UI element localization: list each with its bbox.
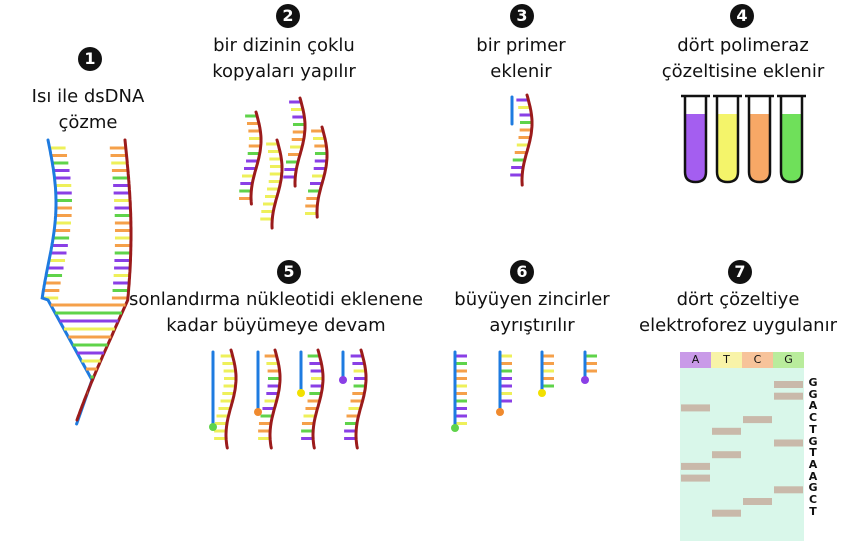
tube-solution: [781, 114, 802, 182]
separated-chain-terminator: [496, 408, 504, 416]
gel-lane-g-header: G: [784, 353, 793, 366]
step-5-line-1: sonlandırma nükleotidi eklenene: [128, 289, 424, 310]
gel-lane-a-header: A: [691, 353, 700, 366]
gel-band: [774, 486, 803, 494]
seq-letter: G: [808, 376, 818, 389]
terminator-nucleotide: [297, 389, 305, 397]
step-6-line-2: ayrıştırılır: [489, 315, 575, 336]
step-1-number: 1: [78, 47, 102, 71]
template-copy-strand: [315, 125, 329, 219]
step-7-line-2: elektroforez uygulanır: [639, 315, 837, 336]
step-4-label: dört polimeraz çözeltisine eklenir: [662, 33, 824, 85]
template-copy-strand: [249, 110, 263, 206]
tube-solution: [685, 114, 706, 182]
step-3-line-1: bir primer: [476, 35, 566, 56]
seq-letter: G: [808, 387, 818, 401]
step-1-line-2: çözme: [58, 112, 118, 133]
gel-band: [774, 392, 803, 400]
seq-letter: T: [809, 422, 817, 436]
helix-blue-strand: [40, 138, 94, 426]
tube-outline: [683, 96, 708, 184]
step-3-label: bir primer eklenir: [476, 33, 565, 85]
gel-lane-header-bg: [742, 352, 773, 368]
step-4-line-1: dört polimeraz: [677, 35, 809, 56]
gel-sequence-readout: G G A C T G T A A G C T: [806, 377, 820, 517]
gel-lane-header-bg: [711, 352, 742, 368]
extension-template-strand: [311, 348, 325, 450]
step-1-label: Isı ile dsDNA çözme: [32, 84, 145, 136]
step-7-line-1: dört çözeltiye: [676, 289, 800, 310]
step-4-line-2: çözeltisine eklenir: [661, 61, 825, 82]
step-3-number: 3: [510, 4, 534, 28]
seq-letter: T: [809, 504, 817, 518]
extension-template-strand: [354, 348, 368, 450]
step-5-number: 5: [277, 260, 301, 284]
gel-band: [712, 509, 741, 517]
extension-template-strand: [224, 348, 238, 450]
template-copy-strand: [293, 96, 307, 188]
gel-lane-header-bg: [773, 352, 804, 368]
tube-outline: [779, 96, 804, 184]
template-copy-strand: [270, 138, 284, 230]
step-6-number: 6: [510, 260, 534, 284]
seq-letter: G: [808, 481, 818, 495]
terminator-nucleotide: [339, 376, 347, 384]
terminator-nucleotide: [209, 423, 217, 431]
seq-letter: A: [808, 399, 818, 413]
tube-outline: [715, 96, 740, 184]
separated-chain-terminator: [538, 389, 546, 397]
step-4-number: 4: [730, 4, 754, 28]
gel-lane-t-header: T: [723, 353, 730, 366]
gel-band: [774, 439, 803, 447]
step-2-number: 2: [276, 4, 300, 28]
gel-band: [774, 381, 803, 388]
seq-letter: A: [808, 457, 818, 471]
step-2-line-2: kopyaları yapılır: [212, 61, 356, 82]
gel-band: [712, 427, 741, 435]
step-1-line-1: Isı ile dsDNA: [31, 86, 145, 107]
primer-template-strand: [520, 93, 534, 187]
tube-solution: [717, 114, 738, 182]
seq-letter: A: [808, 469, 818, 483]
extension-template-strand: [268, 348, 282, 450]
gel-band: [681, 462, 710, 470]
gel-lane-c-header: C: [753, 353, 762, 366]
tube-outline: [747, 96, 772, 184]
step-6-line-1: büyüyen zincirler: [454, 289, 610, 310]
helix-red-strand: [75, 138, 133, 422]
step-7-label: dört çözeltiye elektroforez uygulanır: [639, 287, 837, 339]
tube-solution: [749, 114, 770, 182]
seq-letter: T: [809, 446, 817, 460]
step-5-line-2: kadar büyümeye devam: [166, 315, 386, 336]
separated-chain-terminator: [451, 424, 459, 432]
gel-band: [743, 498, 772, 505]
gel-lane-header-bg: [680, 352, 711, 368]
terminator-nucleotide: [254, 408, 262, 416]
step-3-line-2: eklenir: [490, 61, 552, 82]
seq-letter: C: [808, 411, 818, 425]
seq-letter: G: [808, 434, 818, 448]
step-2-line-1: bir dizinin çoklu: [213, 35, 355, 56]
step-6-label: büyüyen zincirler ayrıştırılır: [454, 287, 609, 339]
step-2-label: bir dizinin çoklu kopyaları yapılır: [212, 33, 356, 85]
gel-band: [681, 474, 710, 482]
gel-band: [681, 404, 710, 412]
gel-band: [743, 416, 772, 424]
gel-band: [712, 451, 741, 459]
step-7-number: 7: [728, 260, 752, 284]
step-5-label: sonlandırma nükleotidi eklenene kadar bü…: [129, 287, 423, 339]
separated-chain-terminator: [581, 376, 589, 384]
seq-letter: C: [808, 493, 818, 507]
